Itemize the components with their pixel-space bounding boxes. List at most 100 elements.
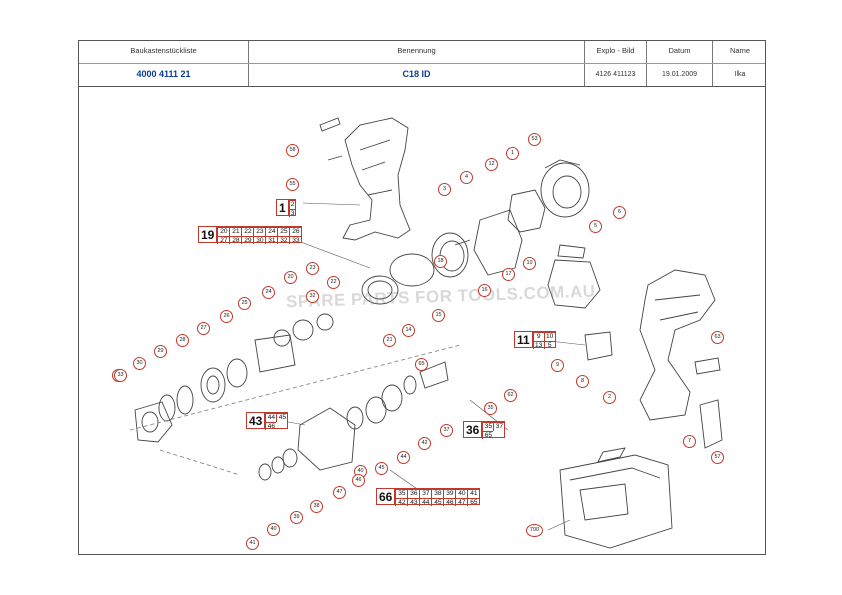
callout-7[interactable]: 7 [683, 435, 696, 448]
group-cell: 38 [431, 489, 444, 498]
callout-20[interactable]: 20 [284, 271, 297, 284]
title-cell-kit-list: Baukastenstückliste 4000 4111 21 [79, 41, 249, 87]
callout-42[interactable]: 42 [418, 437, 431, 450]
group-cell: 13 [532, 340, 544, 349]
group-cell: 44 [419, 497, 432, 506]
group-cell: 9 [532, 332, 544, 341]
callout-63[interactable]: 63 [711, 331, 724, 344]
callout-9[interactable]: 9 [551, 359, 564, 372]
callout-22[interactable]: 22 [327, 276, 340, 289]
callout-45[interactable]: 45 [375, 462, 388, 475]
group-box-19[interactable]: 19 20 21 22 23 24 25 26 27 28 29 30 31 3… [198, 226, 303, 244]
callout-57[interactable]: 57 [711, 451, 724, 464]
name-label: Name [729, 46, 750, 55]
group-main-number: 11 [515, 332, 533, 347]
title-cell-explo: Explo - Bild 4126 411123 [585, 41, 647, 87]
designation-label: Benennung [397, 46, 436, 55]
group-cell: 21 [229, 227, 242, 236]
callout-38[interactable]: 38 [310, 500, 323, 513]
group-cell: 25 [277, 227, 290, 236]
callout-65[interactable]: 65 [415, 358, 428, 371]
group-cell: 24 [265, 227, 278, 236]
callout-53[interactable]: 53 [528, 133, 541, 146]
date-value: 19.01.2009 [661, 71, 698, 78]
title-cell-designation: Benennung C18 ID [249, 41, 585, 87]
callout-25[interactable]: 25 [238, 297, 251, 310]
label-strip-shape [319, 117, 341, 132]
callout-40b[interactable]: 40 [267, 523, 280, 536]
group-cell: 2 [288, 200, 296, 209]
callout-5[interactable]: 5 [589, 220, 602, 233]
callout-18[interactable]: 18 [434, 255, 447, 268]
group-box-43[interactable]: 43 44 45 46 [246, 412, 289, 430]
callout-2[interactable]: 2 [603, 391, 616, 404]
callout-41[interactable]: 41 [246, 537, 259, 550]
callout-33[interactable]: 33 [114, 369, 127, 382]
callout-1[interactable]: 1 [506, 147, 519, 160]
callout-8[interactable]: 8 [576, 375, 589, 388]
group-cell: 20 [217, 227, 230, 236]
callout-3[interactable]: 3 [438, 183, 451, 196]
title-cell-name: Name Ilka [713, 41, 767, 87]
callout-700[interactable]: 700 [526, 524, 543, 537]
belt-clip-shape [699, 399, 723, 449]
group-cell: 40 [455, 489, 468, 498]
callout-62[interactable]: 62 [504, 389, 517, 402]
group-cell: 30 [253, 235, 266, 244]
callout-55[interactable]: 55 [286, 178, 299, 191]
callout-44[interactable]: 44 [397, 451, 410, 464]
callout-47[interactable]: 47 [333, 486, 346, 499]
designation-value: C18 ID [402, 69, 431, 79]
explo-label: Explo - Bild [596, 46, 635, 55]
callout-10[interactable]: 10 [523, 257, 536, 270]
callout-39[interactable]: 39 [290, 511, 303, 524]
group-cell: 36 [407, 489, 420, 498]
callout-28[interactable]: 28 [176, 334, 189, 347]
callout-24[interactable]: 24 [262, 286, 275, 299]
callout-12[interactable]: 12 [485, 158, 498, 171]
group-cell: 28 [229, 235, 242, 244]
callout-21[interactable]: 21 [383, 334, 396, 347]
group-cell: 35 [395, 489, 408, 498]
group-cell: 3 [288, 208, 296, 217]
group-cell: 37 [493, 422, 505, 431]
callout-35[interactable]: 35 [484, 402, 497, 415]
group-cell: 10 [543, 332, 555, 341]
armature-shape [473, 209, 523, 276]
callout-37[interactable]: 37 [440, 424, 453, 437]
callout-29[interactable]: 29 [154, 345, 167, 358]
group-cell: 32 [277, 235, 290, 244]
group-cell: 46 [443, 497, 456, 506]
callout-14[interactable]: 14 [402, 324, 415, 337]
group-cell: 33 [289, 235, 302, 244]
callout-26[interactable]: 26 [220, 310, 233, 323]
callout-16[interactable]: 16 [478, 284, 491, 297]
callout-46[interactable]: 46 [352, 474, 365, 487]
callout-6[interactable]: 6 [613, 206, 626, 219]
callout-58[interactable]: 58 [286, 144, 299, 157]
group-cell: 37 [419, 489, 432, 498]
group-box-66[interactable]: 66 35 36 37 38 39 40 41 42 43 44 45 46 4… [376, 488, 481, 506]
callout-32[interactable]: 32 [306, 290, 319, 303]
group-cell: 22 [241, 227, 254, 236]
title-divider [79, 63, 765, 64]
carry-case-shape [559, 454, 673, 549]
drawing-frame: Baukastenstückliste 4000 4111 21 Benennu… [78, 40, 766, 555]
group-main-number: 66 [377, 489, 396, 504]
group-cell: 27 [217, 235, 230, 244]
explo-value: 4126 411123 [595, 71, 636, 78]
callout-23[interactable]: 23 [306, 262, 319, 275]
callout-15[interactable]: 15 [432, 309, 445, 322]
group-box-1[interactable]: 1 2 3 [276, 199, 297, 217]
group-box-36[interactable]: 36 35 37 65 [463, 421, 506, 439]
callout-17[interactable]: 17 [502, 268, 515, 281]
group-box-11[interactable]: 11 9 10 13 5 [514, 331, 556, 349]
group-cell: 35 [482, 422, 494, 431]
group-cell: 23 [253, 227, 266, 236]
callout-27[interactable]: 27 [197, 322, 210, 335]
group-cell: 31 [265, 235, 278, 244]
callout-30[interactable]: 30 [133, 357, 146, 370]
group-cell: 44 [265, 413, 277, 422]
brush-holder-shape [507, 189, 546, 233]
callout-4[interactable]: 4 [460, 171, 473, 184]
